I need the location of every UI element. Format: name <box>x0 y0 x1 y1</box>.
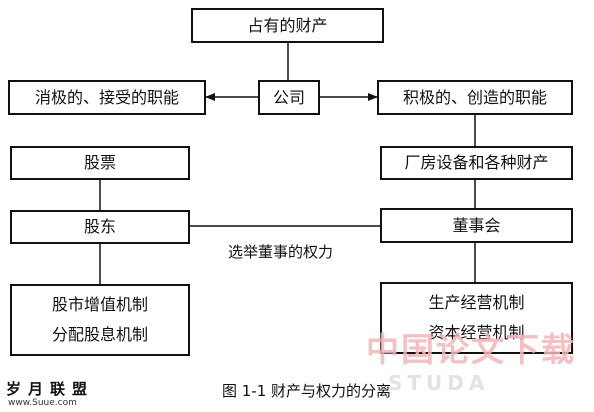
shareholder-box: 股东 <box>10 210 190 244</box>
watermark-english: STUDA <box>388 371 490 395</box>
operation-mechanisms-box: 生产经营机制 资本经营机制 <box>380 282 573 354</box>
active-function-label: 积极的、创造的职能 <box>402 87 547 107</box>
operation-mechanism-line-2: 资本经营机制 <box>428 323 525 342</box>
watermark-chinese: 中国论文下载 <box>366 330 576 369</box>
site-logo-url: www.Suue.com <box>8 398 77 408</box>
shareholder-box-label: 股东 <box>83 217 116 236</box>
company-box: 公司 <box>258 80 320 115</box>
operation-mechanism-line-1: 生产经营机制 <box>428 293 525 312</box>
market-mechanism-line-1: 股市增值机制 <box>51 295 148 314</box>
active-function-box: 积极的、创造的职能 <box>377 80 573 115</box>
assets-box-label: 厂房设备和各种财产 <box>404 153 549 172</box>
assets-box: 厂房设备和各种财产 <box>380 146 573 180</box>
stock-box-label: 股票 <box>83 153 116 172</box>
board-box: 董事会 <box>380 208 573 243</box>
market-mechanism-line-2: 分配股息机制 <box>51 325 148 344</box>
board-box-label: 董事会 <box>452 215 501 235</box>
site-logo-text: 岁月联盟 <box>6 380 95 398</box>
election-rights-label: 选举董事的权力 <box>225 241 337 262</box>
passive-function-label: 消极的、接受的职能 <box>34 87 179 107</box>
market-mechanisms-box: 股市增值机制 分配股息机制 <box>10 284 190 356</box>
figure-caption: 图 1-1 财产与权力的分离 <box>222 382 392 400</box>
company-box-label: 公司 <box>272 87 305 107</box>
passive-function-box: 消极的、接受的职能 <box>8 80 206 115</box>
property-box-label: 占有的财产 <box>247 15 328 35</box>
property-box: 占有的财产 <box>191 8 384 43</box>
stock-box: 股票 <box>10 146 190 180</box>
